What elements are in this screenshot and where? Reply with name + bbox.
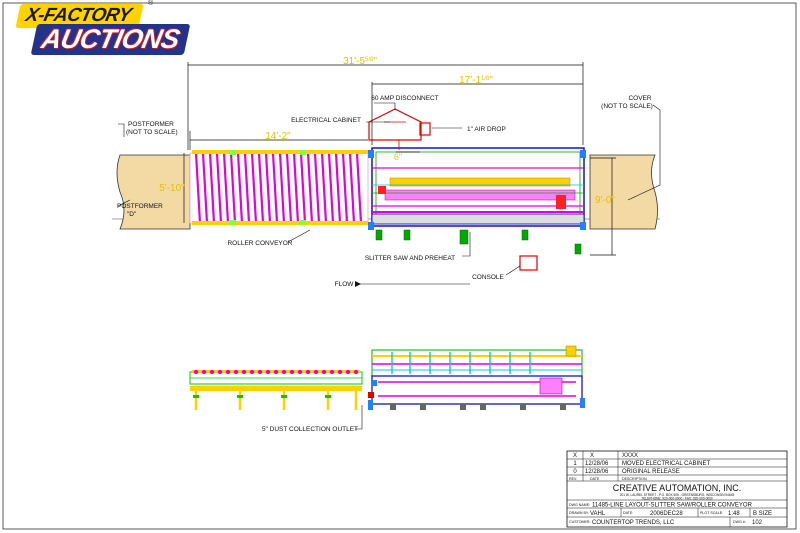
customer-name: COUNTERTOP TRENDS, LLC: [592, 520, 675, 526]
sheet-size: B SIZE: [753, 511, 772, 517]
leader-lines: [117, 102, 661, 430]
plot-scale: 1:48: [728, 511, 740, 517]
electrical-cabinet: [368, 108, 431, 150]
dim-conveyor-width: 5'-10": [159, 183, 185, 194]
date-label: DATE:: [623, 511, 633, 515]
slitter-saw-plan: [368, 147, 586, 255]
company-name: CREATIVE AUTOMATION, INC.: [613, 483, 742, 493]
label-air-drop: 1" AIR DROP: [467, 126, 506, 133]
date-0: 12/28/06: [585, 469, 609, 475]
label-flow: FLOW: [335, 281, 355, 288]
logo-auctions: AUCTIONS: [30, 24, 191, 55]
dwg-name: 11485-LINE LAYOUT-SLITTER SAW/ROLLER CON…: [592, 503, 753, 509]
desc-x: XXXX: [622, 453, 638, 459]
title-block: X X XXXX 1 12/28/06 MOVED ELECTRICAL CAB…: [566, 450, 788, 528]
hdr-date: DATE: [590, 477, 600, 481]
hdr-desc: DESCRIPTION: [622, 477, 647, 481]
plot-label: PLOT SCALE:: [700, 511, 723, 515]
label-disconnect: 60 AMP DISCONNECT: [371, 95, 438, 102]
cover-block: [589, 154, 658, 230]
drawing-date: 2006DEC28: [650, 511, 683, 517]
label-cover-nts: (NOT TO SCALE): [601, 103, 653, 110]
x-factory-auctions-logo: X-FACTORY AUCTIONS ®: [0, 0, 205, 58]
rev-0: 0: [573, 469, 577, 475]
drawn-label: DRAWN BY:: [569, 511, 589, 515]
label-postformer: POSTFORMER: [128, 121, 174, 128]
desc-0: ORIGINAL RELEASE: [622, 469, 680, 475]
hdr-rev: REV.: [569, 477, 577, 481]
dim-cover-width: 9'-0": [595, 195, 615, 206]
logo-registered-mark: ®: [148, 0, 154, 7]
dim-conveyor-length: 14'-2": [265, 131, 291, 142]
dwg-no-label: DWG #:: [733, 520, 746, 524]
date-x: X: [590, 453, 594, 459]
slitter-saw-elevation: [368, 345, 585, 410]
drawn-by: VAHL: [590, 511, 606, 517]
rev-1: 1: [573, 461, 577, 467]
customer-label: CUSTOMER:: [569, 520, 591, 524]
label-roller-conveyor: ROLLER CONVEYOR: [227, 240, 292, 247]
label-postformer-d: "D": [127, 211, 137, 218]
roller-conveyor-elevation: [189, 369, 363, 410]
flow-arrow: [355, 281, 361, 287]
label-postformer-nts: (NOT TO SCALE): [126, 129, 178, 136]
company-address: 201 W. LAUREL STREET - P.O. BOX 505 - GR…: [620, 493, 735, 497]
dwg-no: 102: [752, 520, 763, 526]
rev-x: X: [573, 453, 577, 459]
dim-cabinet-offset: 6": [394, 152, 402, 162]
console-box: [519, 255, 538, 271]
label-postformer-2: POSTFORMER: [117, 203, 163, 210]
label-cover: COVER: [628, 95, 651, 102]
desc-1: MOVED ELECTRICAL CABINET: [622, 461, 710, 467]
label-console: CONSOLE: [472, 274, 504, 281]
label-dust-outlet: 5" DUST COLLECTION OUTLET: [262, 426, 358, 433]
dwg-name-label: DWG NAME:: [569, 503, 590, 507]
label-slitter-saw: SLITTER SAW AND PREHEAT: [365, 255, 455, 262]
roller-conveyor-plan: [189, 150, 369, 225]
dimension-lines: [183, 62, 616, 256]
dim-slitter: 17'-11/8": [459, 75, 493, 86]
dim-overall: 31'-55/8": [343, 56, 377, 67]
company-phone: TELEPHONE: 920-000-0000 - FAX: 920-000-0…: [641, 497, 713, 501]
label-electrical-cabinet: ELECTRICAL CABINET: [291, 117, 361, 124]
postformer-block: [116, 154, 191, 230]
date-1: 12/28/06: [585, 461, 609, 467]
